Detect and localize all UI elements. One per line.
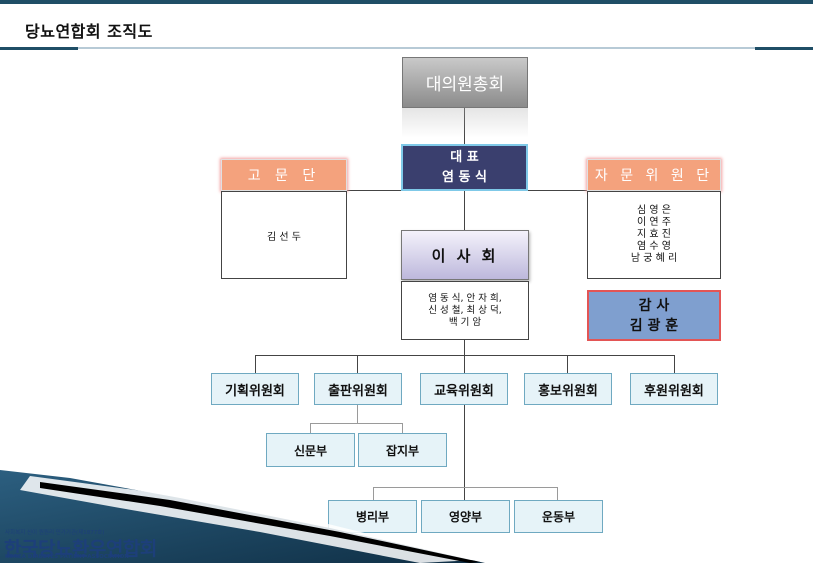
committee-sponsorship: 후원위원회 (630, 373, 718, 405)
committee-publishing: 출판위원회 (314, 373, 402, 405)
council-header: 자 문 위 원 단 (587, 159, 721, 191)
audit-box: 감 사 김 광 훈 (587, 290, 721, 341)
logo-english: KOREA DIABETES PATIENT ASSOCIATION (5, 554, 129, 560)
dept-pathology: 병리부 (328, 500, 417, 533)
title-underline-accent-left (0, 47, 78, 50)
committee-pr: 홍보위원회 (524, 373, 612, 405)
council-body: 심 영 은 이 연 주 지 효 진 염 수 영 남 궁 혜 리 (587, 191, 721, 279)
connector-education-depts (464, 405, 465, 500)
connector-planning (255, 355, 256, 373)
logo-small-text: 사회복지 신이 원원리 민가기관(제1877호) (5, 530, 105, 536)
audit-name: 김 광 훈 (629, 317, 679, 334)
top-bar (0, 0, 813, 4)
connector-pr (567, 355, 568, 373)
logo-name: 한국당뇨환우연합회 (4, 538, 157, 560)
dept-magazine: 잡지부 (358, 433, 447, 467)
title-underline (0, 47, 813, 49)
committee-education: 교육위원회 (420, 373, 508, 405)
board-body: 염 동 식, 안 자 희, 신 성 철, 최 상 덕, 백 기 암 (401, 281, 529, 340)
connector-sponsorship (674, 355, 675, 373)
dept-newspaper: 신문부 (266, 433, 355, 467)
assembly-box: 대의원총회 (402, 57, 528, 108)
footer-decoration (0, 470, 485, 563)
council-member: 이 연 주 (637, 217, 671, 228)
connector-magazine (402, 423, 403, 435)
dept-exercise: 운동부 (514, 500, 603, 533)
board-header: 이 사 회 (401, 230, 529, 280)
connector-news (310, 423, 311, 435)
connector-education-bus (373, 487, 558, 488)
title-underline-accent-right (755, 47, 813, 50)
committee-planning: 기획위원회 (211, 373, 299, 405)
advisors-header: 고 문 단 (221, 159, 347, 191)
connector-exercise (557, 487, 558, 500)
dept-nutrition: 영양부 (421, 500, 510, 533)
council-member: 염 수 영 (637, 241, 671, 252)
page-title: 당뇨연합회 조직도 (25, 22, 153, 41)
connector-rep-board (464, 191, 465, 230)
board-members-line: 염 동 식, 안 자 희, (428, 292, 502, 304)
footer-wave-stripe (40, 482, 480, 563)
assembly-reflection (402, 108, 528, 138)
advisors-body: 김 선 두 (221, 191, 347, 279)
connector-publishing (357, 355, 358, 373)
connector-pathology (373, 487, 374, 500)
advisor-member: 김 선 두 (267, 231, 301, 243)
representative-box: 대 표 염 동 식 (401, 144, 528, 191)
connector-assembly-rep (464, 108, 465, 144)
representative-title: 대 표 (450, 149, 479, 165)
council-member: 지 효 진 (637, 229, 671, 240)
audit-title: 감 사 (638, 297, 670, 314)
council-member: 남 궁 혜 리 (630, 253, 678, 264)
connector-publishing-bus (310, 423, 402, 424)
connector-board-committees (464, 340, 465, 373)
board-members-line: 신 성 철, 최 상 덕, (428, 304, 502, 316)
connector-publishing-depts (357, 405, 358, 423)
connector-committees-bus (255, 355, 675, 356)
representative-name: 염 동 식 (442, 169, 487, 185)
council-member: 심 영 은 (637, 205, 671, 216)
board-members-line: 백 기 암 (448, 316, 482, 328)
